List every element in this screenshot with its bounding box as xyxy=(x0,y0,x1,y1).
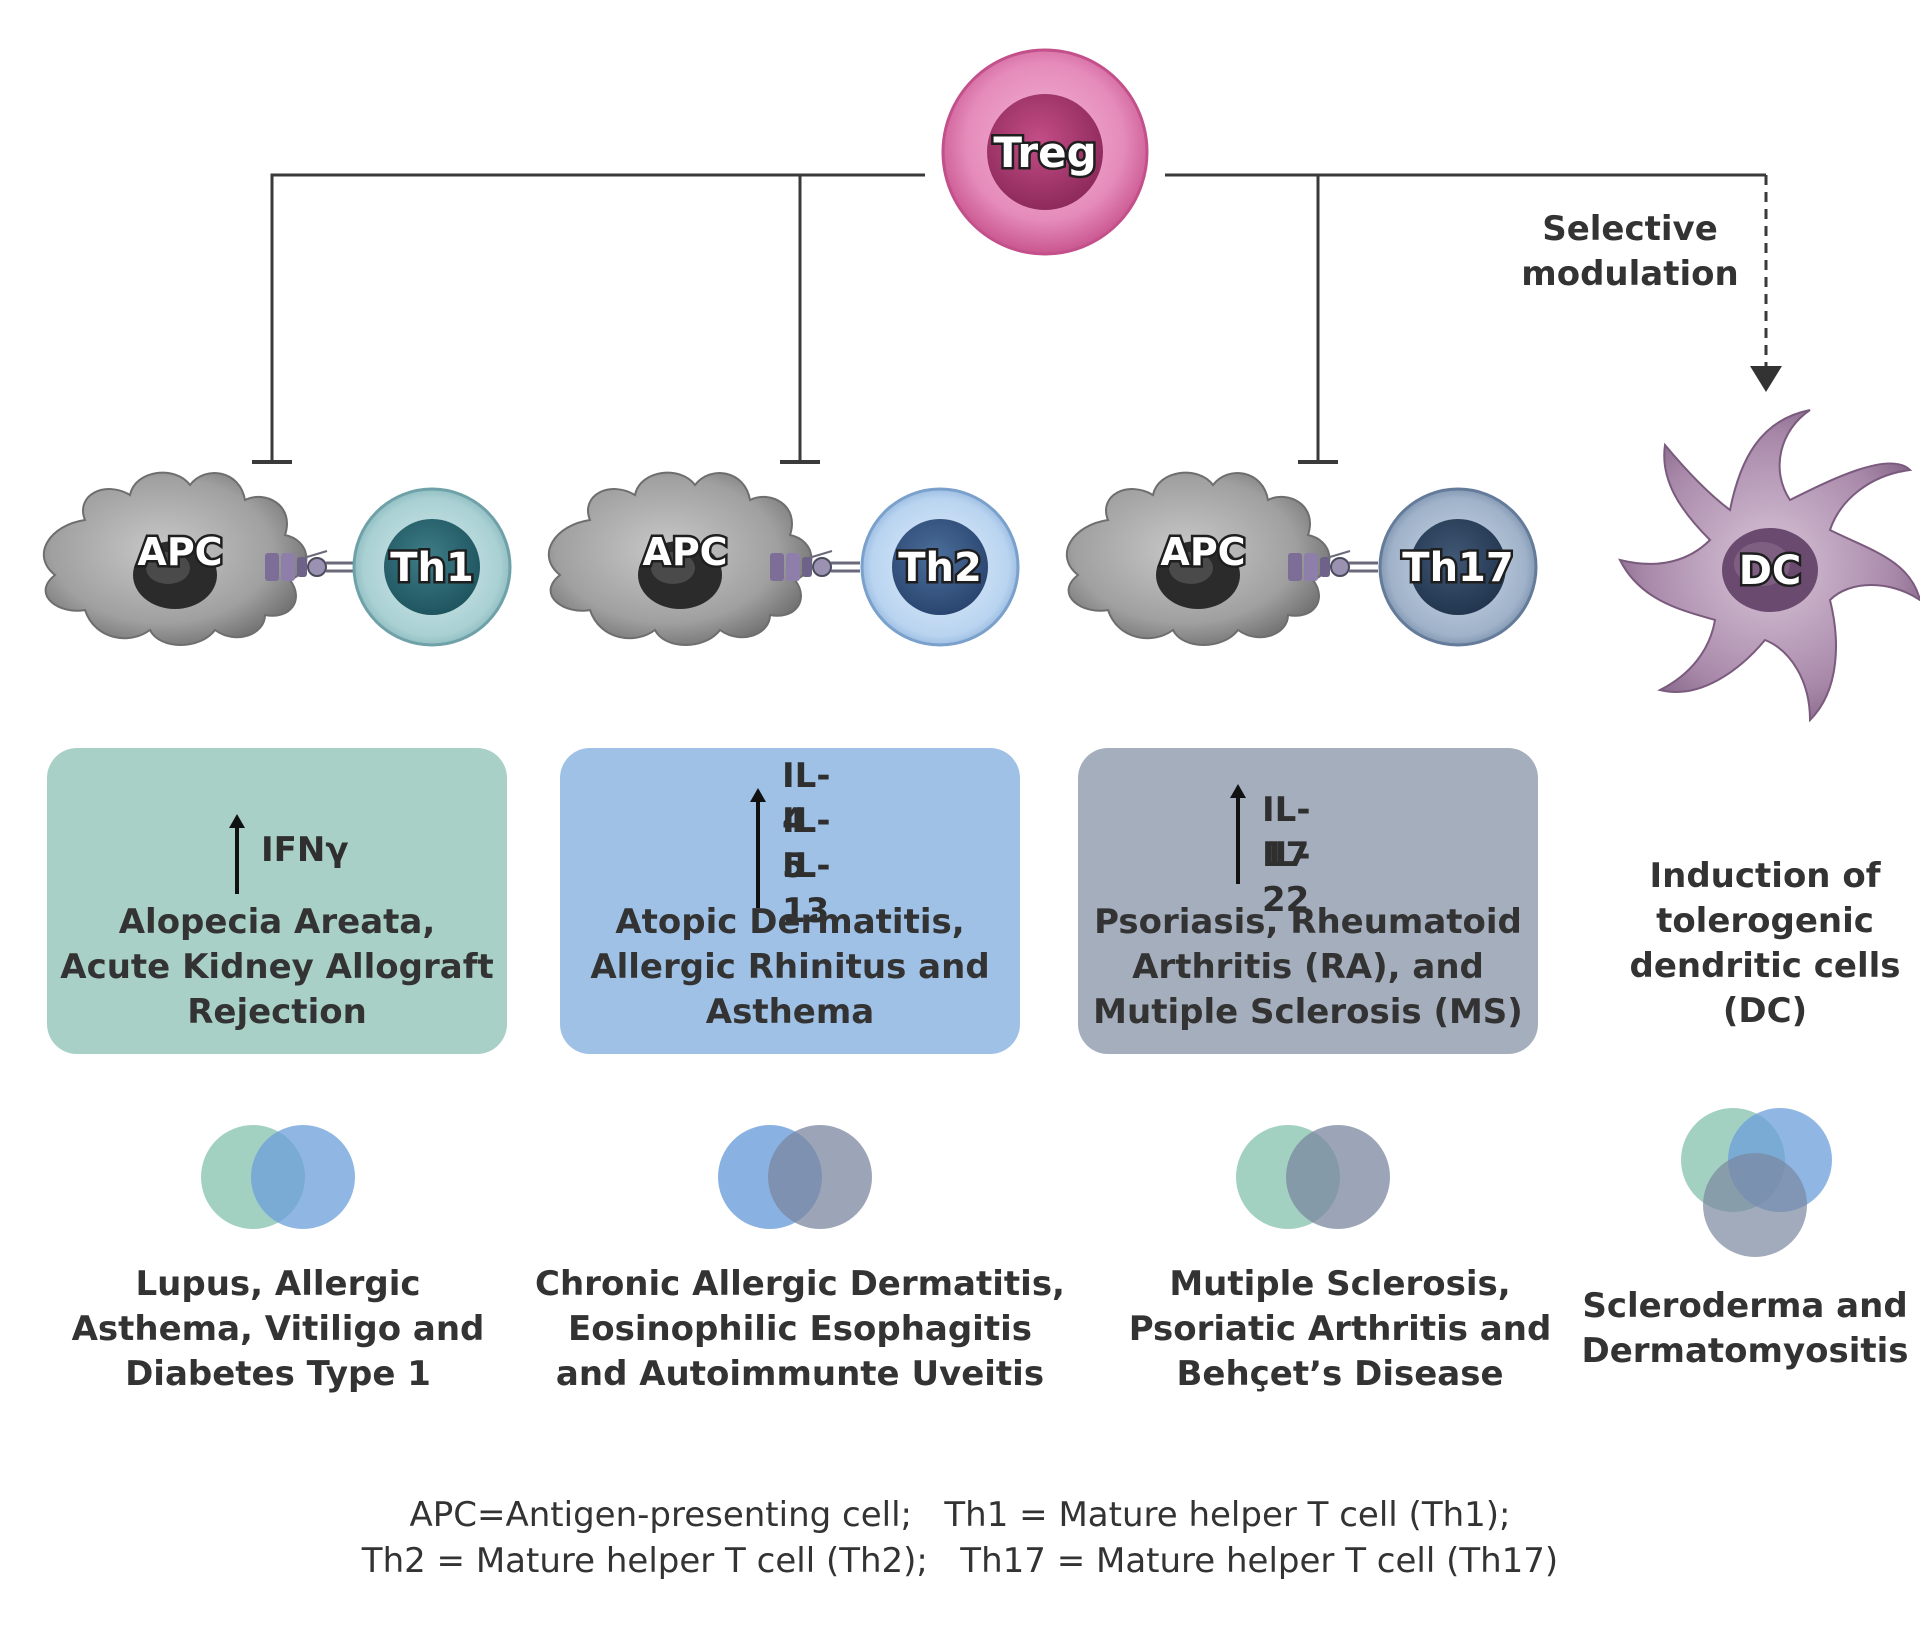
th1-diseases: Alopecia Areata, Acute Kidney Allograft … xyxy=(60,902,494,1032)
apc-label: APC xyxy=(137,530,222,574)
apc-label: APC xyxy=(642,530,727,574)
synapse-1 xyxy=(263,549,357,583)
selective-modulation-label: Selective modulation xyxy=(1521,209,1739,294)
apc-cell-2: APC xyxy=(547,471,813,646)
th2-cytokine-box: IL-4 IL-5 IL-13 Atopic Dermatitis, Aller… xyxy=(560,748,1020,1054)
overlap-th1-th2-diseases: Lupus, Allergic Asthema, Vitiligo and Di… xyxy=(71,1264,485,1394)
up-arrow-icon xyxy=(750,788,766,908)
cytokine: IL-13 xyxy=(782,846,831,931)
th2-cell: Th2 xyxy=(860,487,1020,647)
venn-th2 xyxy=(718,1125,872,1229)
cytokine: IL-22 xyxy=(1262,835,1311,920)
th2-diseases: Atopic Dermatitis, Allergic Rhinitus and… xyxy=(590,902,990,1032)
th17-cell: Th17 xyxy=(1378,487,1538,647)
treg-cell: Treg xyxy=(941,48,1149,256)
th17-cytokine-box: IL-17 IL-22 Psoriasis, Rheumatoid Arthri… xyxy=(1078,748,1538,1054)
apc-cell-1: APC xyxy=(42,471,308,646)
selective-modulation-arrow xyxy=(1750,175,1782,392)
cytokine: IL-5 xyxy=(782,801,831,886)
footnote-line: APC=Antigen-presenting cell; Th1 = Matur… xyxy=(409,1495,1511,1535)
apc-cell-3: APC xyxy=(1065,471,1331,646)
cytokine: IL-17 xyxy=(1262,790,1311,875)
venn-th17 xyxy=(1236,1125,1390,1229)
th2-label: Th2 xyxy=(898,545,982,591)
venn-three-way xyxy=(1681,1108,1832,1257)
th1-cytokine-box: IFNγ Alopecia Areata, Acute Kidney Allog… xyxy=(47,748,507,1054)
dc-outcome: Induction of tolerogenic dendritic cells… xyxy=(1629,856,1901,1031)
synapse-3 xyxy=(1286,549,1380,583)
up-arrow-icon xyxy=(1230,784,1246,884)
treg-connector-lines xyxy=(252,173,1766,464)
overlap-all-diseases: Scleroderma and Dermatomyositis xyxy=(1581,1286,1909,1371)
overlap-th1-th17-diseases: Mutiple Sclerosis, Psoriatic Arthritis a… xyxy=(1128,1264,1552,1394)
up-arrow-icon xyxy=(229,814,245,894)
th1-label: Th1 xyxy=(390,545,474,591)
dc-label: DC xyxy=(1739,548,1802,594)
overlap-th2-th17-diseases: Chronic Allergic Dermatitis, Eosinophili… xyxy=(535,1264,1065,1394)
th17-label: Th17 xyxy=(1402,545,1513,591)
apc-label: APC xyxy=(1160,530,1245,574)
treg-label: Treg xyxy=(993,128,1096,177)
footnote: APC=Antigen-presenting cell; Th1 = Matur… xyxy=(0,1492,1920,1584)
footnote-line: Th2 = Mature helper T cell (Th2); Th17 =… xyxy=(361,1541,1559,1581)
cytokine: IFNγ xyxy=(261,830,349,870)
synapse-2 xyxy=(768,549,862,583)
th17-diseases: Psoriasis, Rheumatoid Arthritis (RA), an… xyxy=(1093,902,1523,1032)
th1-cell: Th1 xyxy=(352,487,512,647)
cytokine: IL-4 xyxy=(782,756,831,841)
dc-cell: DC xyxy=(1618,409,1920,723)
venn-th1 xyxy=(201,1125,355,1229)
